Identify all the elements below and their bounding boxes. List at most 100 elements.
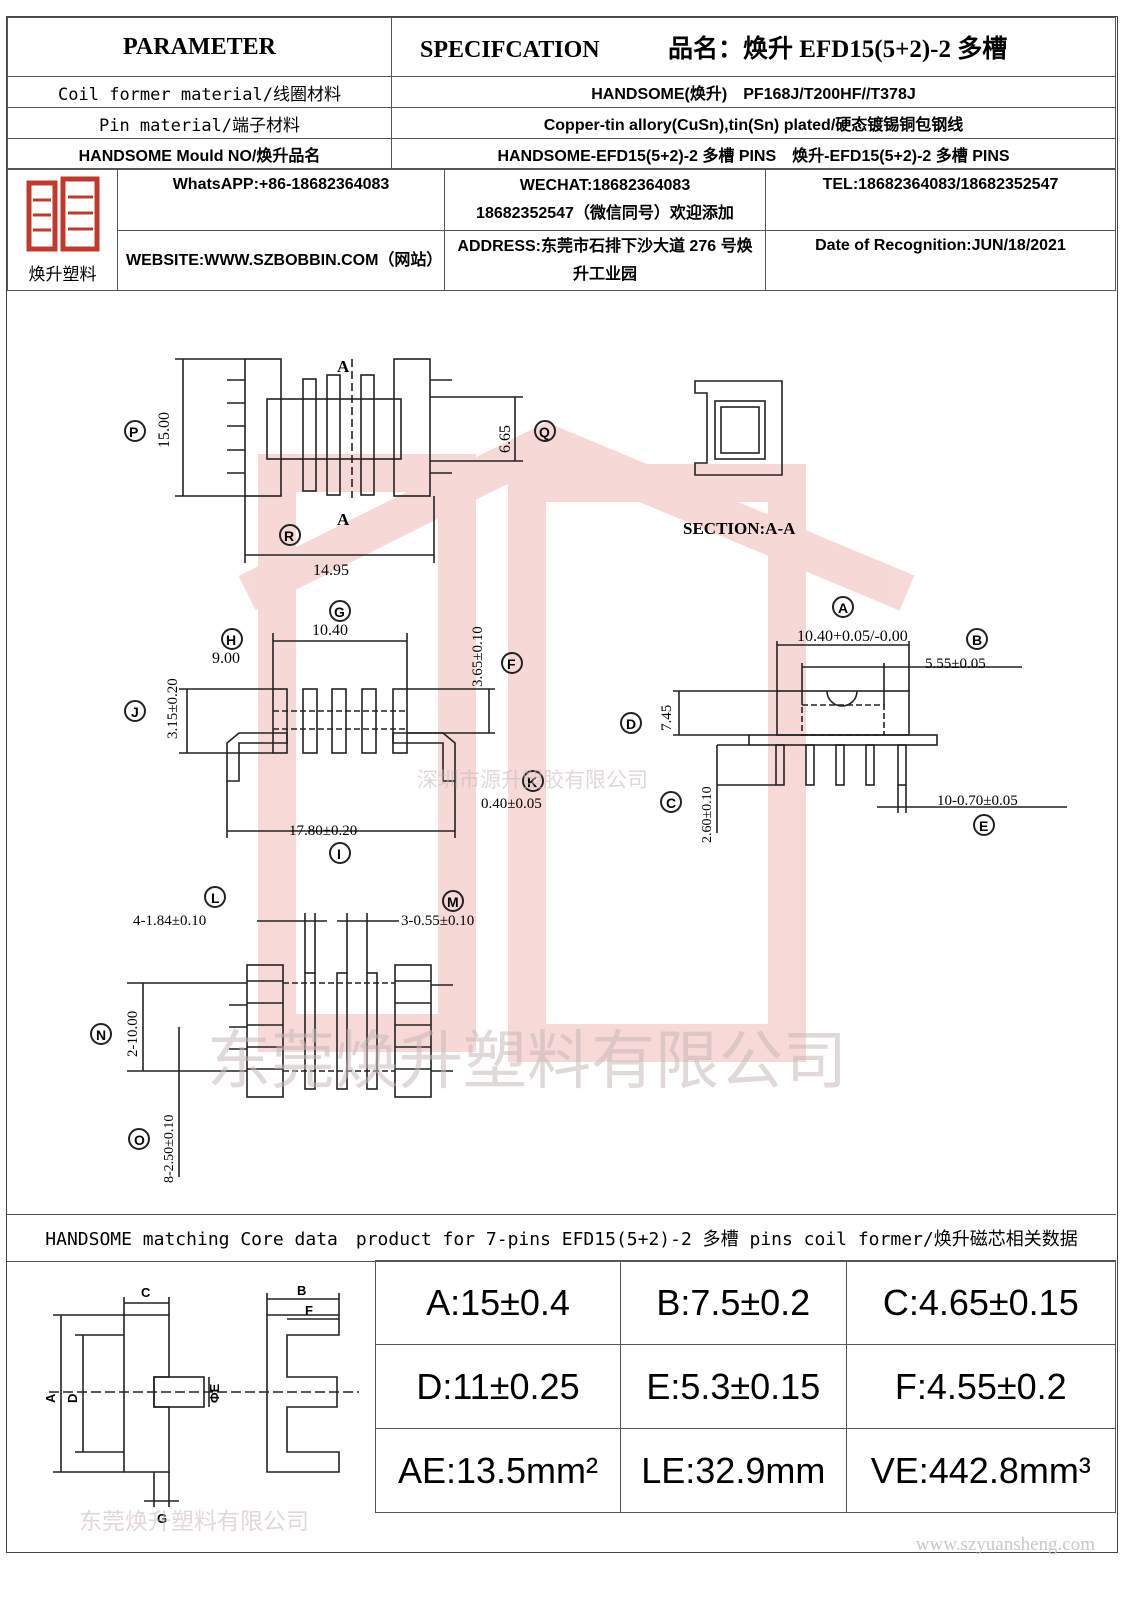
callout-J: J <box>124 700 146 722</box>
row-value: HANDSOME-EFD15(5+2)-2 多槽 PINS 焕升-EFD15(5… <box>391 138 1116 169</box>
core-value: VE:442.8mm³ <box>845 1428 1117 1513</box>
callout-P: P <box>124 420 146 442</box>
svg-text:L: L <box>211 890 220 906</box>
dim-C: 2.60±0.10 <box>700 786 715 843</box>
dim-N: 2-10.00 <box>125 1011 141 1057</box>
core-watermark: 东莞焕升塑料有限公司 <box>79 1508 309 1534</box>
core-value: F:4.55±0.2 <box>845 1344 1117 1429</box>
dim-M: 3-0.55±0.10 <box>401 913 474 929</box>
dim-R: 14.95 <box>313 562 349 579</box>
dim-Q: 6.65 <box>497 425 514 453</box>
svg-text:R: R <box>284 528 294 544</box>
address: ADDRESS:东莞市石排下沙大道 276 号焕升工业园 <box>444 230 766 291</box>
dim-A: 10.40+0.05/-0.00 <box>797 628 908 645</box>
callout-K: K <box>522 770 544 792</box>
row-label: Coil former material/线圈材料 <box>7 76 392 108</box>
svg-text:P: P <box>129 424 138 440</box>
front-view <box>673 641 1067 833</box>
callout-H: H <box>221 628 243 650</box>
svg-text:Q: Q <box>539 424 550 440</box>
core-label-A: A <box>43 1393 58 1403</box>
svg-text:C: C <box>666 795 676 811</box>
svg-text:J: J <box>131 704 139 720</box>
core-value: B:7.5±0.2 <box>620 1260 847 1345</box>
callout-L: L <box>204 886 226 908</box>
core-label-F: F <box>305 1303 313 1318</box>
core-value: D:11±0.25 <box>374 1344 622 1429</box>
core-label-C: C <box>141 1285 151 1300</box>
callout-M: M <box>442 890 464 912</box>
side-view <box>179 633 495 838</box>
dim-D: 7.45 <box>659 705 675 731</box>
cut-mark-bottom: A <box>337 510 350 529</box>
callout-O: O <box>128 1128 150 1150</box>
dim-L: 4-1.84±0.10 <box>133 913 206 929</box>
section-label: SECTION:A-A <box>683 519 796 538</box>
wechat: WECHAT:18682364083 18682352547（微信同号）欢迎添加 <box>444 169 766 231</box>
svg-text:B: B <box>972 632 982 648</box>
svg-text:I: I <box>337 846 341 862</box>
core-label-G: G <box>157 1511 167 1526</box>
specification-heading: SPECIFCATION <box>420 37 600 63</box>
core-label-B: B <box>297 1283 306 1298</box>
top-view <box>175 358 523 563</box>
logo-cell: 焕升塑料 <box>7 169 118 291</box>
website: WEBSITE:WWW.SZBOBBIN.COM（网站） <box>117 230 445 291</box>
core-label-E: ΦE <box>207 1383 222 1403</box>
callout-F: F <box>501 652 523 674</box>
bottom-view <box>127 913 453 1177</box>
core-value: C:4.65±0.15 <box>845 1260 1117 1345</box>
whatsapp: WhatsAPP:+86-18682364083 <box>117 169 445 231</box>
callout-I: I <box>329 842 351 864</box>
row-label: Pin material/端子材料 <box>7 107 392 139</box>
core-label-D: D <box>65 1394 80 1403</box>
core-value: AE:13.5mm² <box>374 1428 622 1513</box>
watermark-small: 深圳市源升塑胶有限公司 <box>417 769 648 792</box>
watermark-large: 东莞焕升塑料有限公司 <box>207 1025 847 1097</box>
section-view <box>694 380 783 476</box>
row-label: HANDSOME Mould NO/焕升品名 <box>7 138 392 169</box>
callout-N: N <box>90 1023 112 1045</box>
svg-text:M: M <box>447 894 459 910</box>
callout-B: B <box>966 628 988 650</box>
svg-text:O: O <box>134 1132 145 1148</box>
dim-K: 0.40±0.05 <box>481 796 542 812</box>
callout-D: D <box>620 712 642 734</box>
core-data-title: HANDSOME matching Core data product for … <box>7 1214 1116 1262</box>
row-value: Copper-tin allory(CuSn),tin(Sn) plated/硬… <box>391 107 1116 139</box>
parameter-heading: PARAMETER <box>7 17 392 77</box>
svg-text:G: G <box>334 604 345 620</box>
company-logo-icon <box>26 176 99 252</box>
logo-caption: 焕升塑料 <box>28 265 97 284</box>
company-info-table: 焕升塑料 WhatsAPP:+86-18682364083 WECHAT:186… <box>7 169 1116 291</box>
dim-E: 10-0.70±0.05 <box>937 793 1018 809</box>
tel: TEL:18682364083/18682352547 <box>765 169 1116 231</box>
cut-mark-top: A <box>337 357 350 376</box>
dim-P: 15.00 <box>156 412 173 448</box>
svg-text:A: A <box>838 600 848 616</box>
spec-sheet: PARAMETER SPECIFCATION 品名：焕升 EFD15(5+2)-… <box>6 16 1118 1555</box>
core-value: E:5.3±0.15 <box>620 1344 847 1429</box>
core-figure: A D C B F ΦE G 东莞焕升塑料有限公司 <box>43 1283 359 1534</box>
svg-text:E: E <box>979 818 988 834</box>
row-value: HANDSOME(焕升) PF168J/T200HF//T378J <box>391 76 1116 108</box>
callout-Q: Q <box>534 420 556 442</box>
callout-R: R <box>279 524 301 546</box>
dim-H: 9.00 <box>212 650 240 667</box>
spec-heading-cell: SPECIFCATION 品名：焕升 EFD15(5+2)-2 多槽 <box>391 17 1116 77</box>
svg-text:F: F <box>507 656 516 672</box>
callout-A: A <box>832 596 854 618</box>
svg-text:D: D <box>626 716 636 732</box>
wechat-line1: WECHAT:18682364083 <box>519 177 691 194</box>
dim-F: 3.65±0.10 <box>470 626 486 687</box>
dim-J: 3.15±0.20 <box>165 678 181 739</box>
spec-header-table: PARAMETER SPECIFCATION 品名：焕升 EFD15(5+2)-… <box>7 17 1116 169</box>
callout-G: G <box>329 600 351 622</box>
dim-I: 17.80±0.20 <box>289 823 357 839</box>
technical-drawing: A A 15.00 6.65 14.95 P Q R SECTION:A-A <box>90 357 1067 1183</box>
svg-text:H: H <box>226 632 236 648</box>
svg-text:N: N <box>96 1027 106 1043</box>
callout-E: E <box>973 814 995 836</box>
dim-O: 8-2.50±0.10 <box>162 1115 177 1183</box>
callout-C: C <box>660 791 682 813</box>
